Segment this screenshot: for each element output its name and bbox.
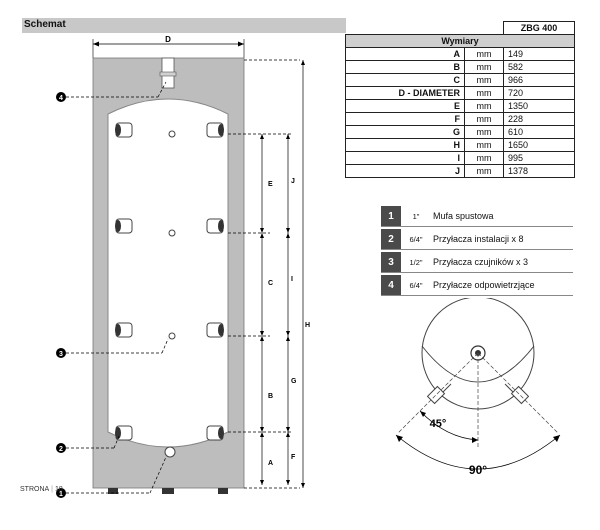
sensor-port-2 bbox=[168, 229, 176, 237]
connector-left-4 bbox=[115, 425, 133, 441]
callout-4: 4 bbox=[56, 81, 167, 102]
svg-text:2: 2 bbox=[59, 446, 63, 453]
table-model-row: ZBG 400 bbox=[346, 21, 575, 35]
angle-label-45: 45° bbox=[430, 418, 447, 430]
legend-item: 4 6/4" Przyłacze odpowietrzjące bbox=[381, 275, 573, 296]
dim-label-g: G bbox=[291, 378, 297, 385]
connector-right-2 bbox=[206, 218, 224, 234]
dim-label-c: C bbox=[268, 280, 273, 287]
svg-text:4: 4 bbox=[59, 95, 63, 102]
dim-label-e: E bbox=[268, 181, 273, 188]
table-header-row: Wymiary bbox=[345, 34, 575, 48]
sensor-port-3 bbox=[168, 332, 176, 340]
tank-inner-vessel bbox=[107, 98, 229, 448]
top-view-front-arc bbox=[421, 345, 535, 383]
connector-left-2 bbox=[115, 218, 133, 234]
connector-left-3 bbox=[115, 322, 133, 338]
connections-legend: 1 1" Mufa spustowa 2 6/4" Przyłacza inst… bbox=[381, 206, 573, 298]
section-header-bar bbox=[22, 18, 346, 33]
legend-item: 1 1" Mufa spustowa bbox=[381, 206, 573, 227]
model-name: ZBG 400 bbox=[503, 21, 575, 35]
callout-2: 2 bbox=[56, 433, 121, 453]
dim-label-f: F bbox=[291, 454, 296, 461]
legend-item: 2 6/4" Przyłacza instalacji x 8 bbox=[381, 229, 573, 250]
dim-label-i: I bbox=[291, 276, 293, 283]
angle-label-90: 90° bbox=[469, 463, 487, 477]
tank-schematic: D bbox=[56, 35, 310, 498]
dim-label-a: A bbox=[268, 460, 273, 467]
tank-top-view: 45° 90° bbox=[395, 298, 561, 477]
dim-label-j: J bbox=[291, 178, 295, 185]
footer-label: STRONA bbox=[20, 486, 50, 493]
dim-label-h: H bbox=[305, 322, 310, 329]
angle-arc-90 bbox=[395, 434, 561, 470]
dimension-ticks bbox=[260, 60, 305, 488]
sensor-port-1 bbox=[168, 130, 176, 138]
dim-label-b: B bbox=[268, 393, 273, 400]
table-header: Wymiary bbox=[345, 34, 575, 48]
dim-label-d: D bbox=[165, 35, 171, 44]
dimension-d: D bbox=[92, 35, 245, 58]
drain-port bbox=[164, 446, 176, 458]
callout-1: 1 bbox=[56, 456, 167, 498]
dimension-lines bbox=[228, 59, 304, 489]
svg-text:1: 1 bbox=[59, 491, 63, 498]
section-title: Schemat bbox=[24, 19, 66, 30]
page-number: 18 bbox=[55, 486, 63, 493]
page-footer: STRONA|18 bbox=[20, 486, 63, 493]
legend-item: 3 1/2" Przyłacza czujników x 3 bbox=[381, 252, 573, 273]
connector-right-3 bbox=[206, 322, 224, 338]
connector-left-1 bbox=[115, 122, 133, 138]
connector-right-4 bbox=[206, 425, 224, 441]
connector-right-1 bbox=[206, 122, 224, 138]
svg-text:3: 3 bbox=[59, 351, 63, 358]
callout-3: 3 bbox=[56, 338, 169, 358]
